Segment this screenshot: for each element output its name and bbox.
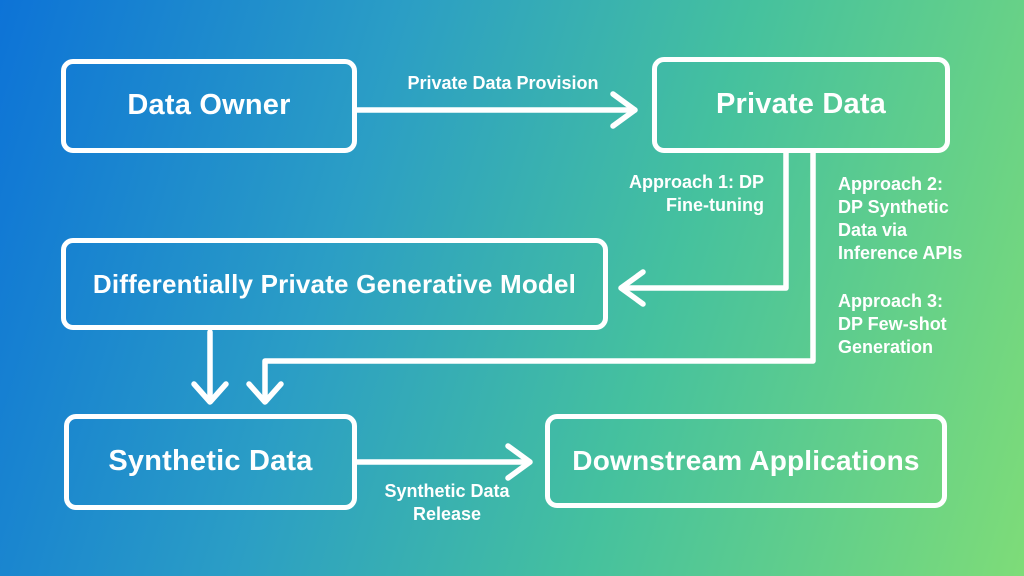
edge-label-private-data-provision: Private Data Provision	[407, 73, 599, 93]
arrow-synthetic-release	[354, 443, 533, 481]
node-downstream-applications: Downstream Applications	[545, 414, 947, 508]
edge-label-synthetic-data-release: Synthetic Data Release	[384, 481, 510, 524]
arrow-model-to-synthetic	[191, 329, 229, 405]
node-dp-generative-model: Differentially Private Generative Model	[61, 238, 608, 330]
arrow-private-data-provision	[354, 91, 638, 129]
node-data-owner-label: Data Owner	[127, 89, 291, 122]
edge-label-approach-2: Approach 2: DP Synthetic Data via Infere…	[838, 174, 963, 263]
node-private-data-label: Private Data	[715, 88, 887, 121]
node-synthetic-data: Synthetic Data	[64, 414, 357, 510]
edge-label-approach-1: Approach 1: DP Fine-tuning	[628, 172, 764, 215]
edge-label-approach-3: Approach 3: DP Few-shot Generation	[838, 291, 947, 357]
node-dp-generative-model-label: Differentially Private Generative Model	[92, 268, 577, 299]
node-private-data: Private Data	[652, 57, 950, 153]
node-data-owner: Data Owner	[61, 59, 357, 153]
node-synthetic-data-label: Synthetic Data	[108, 445, 313, 478]
node-downstream-applications-label: Downstream Applications	[572, 444, 920, 476]
